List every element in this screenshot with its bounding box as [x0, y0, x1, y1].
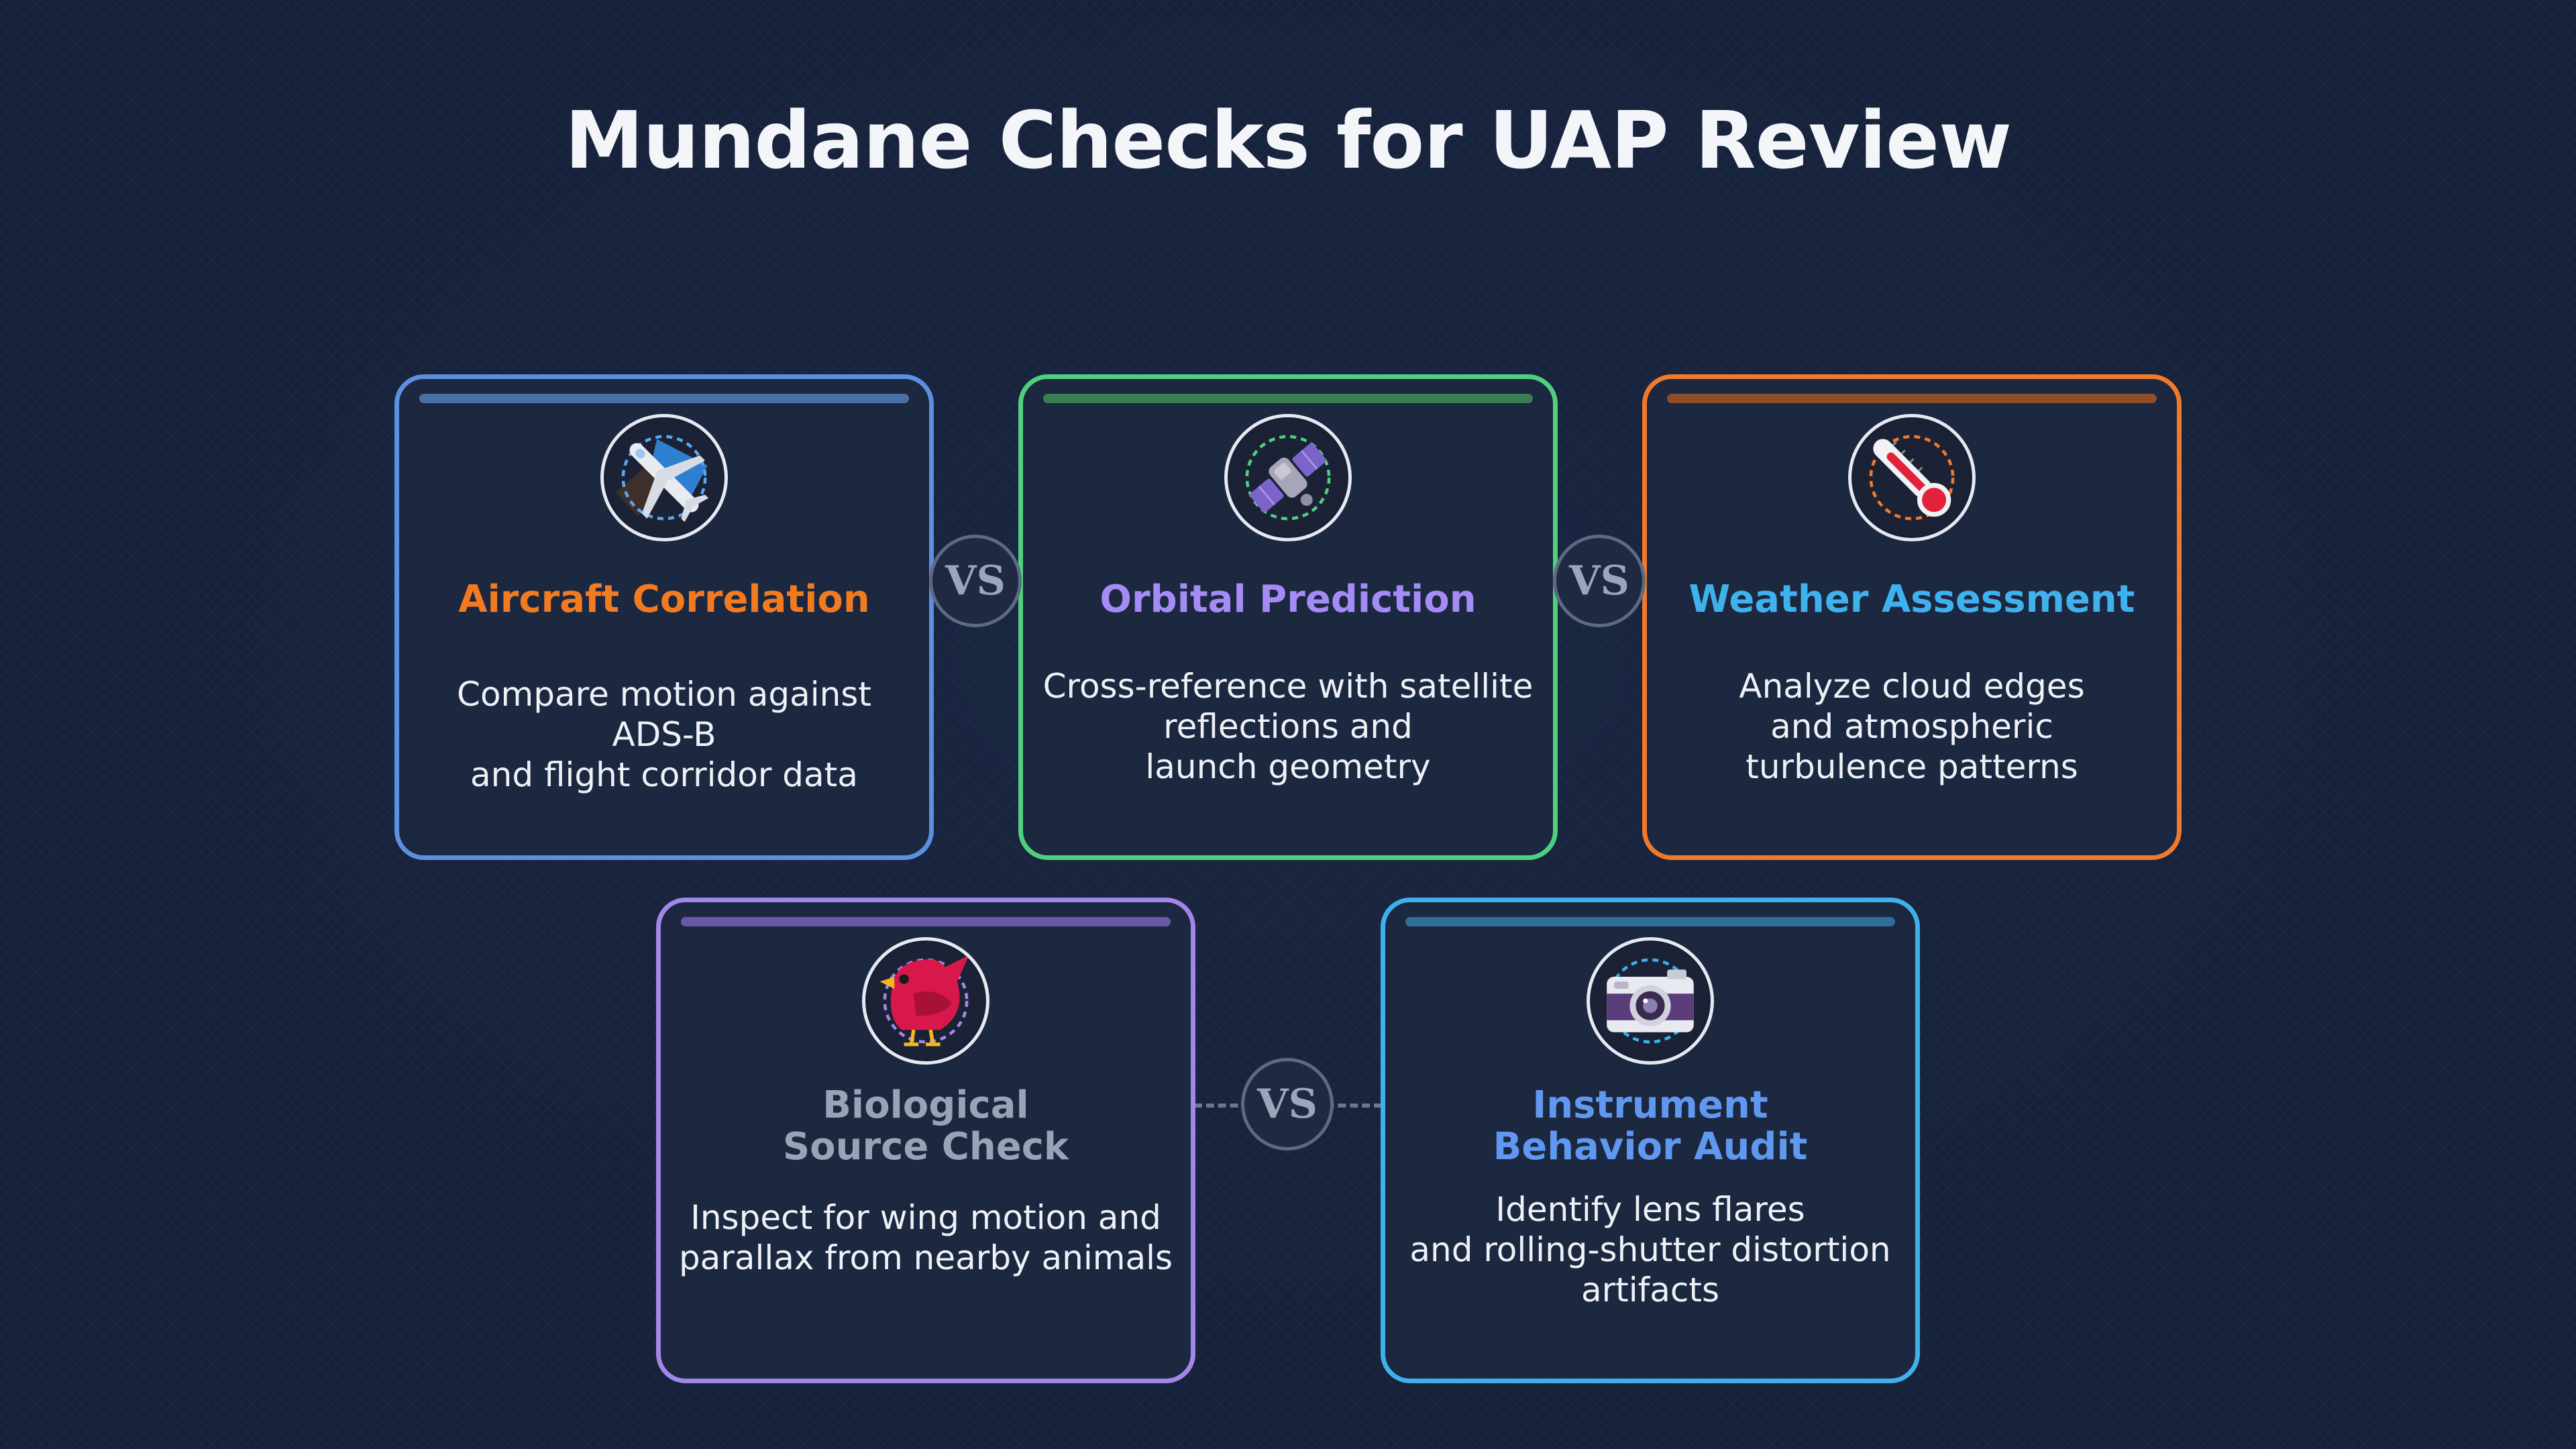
page-title: Mundane Checks for UAP Review: [564, 94, 2012, 186]
vs-badge-2: VS: [1553, 535, 1646, 627]
thermometer-icon: [1848, 414, 1976, 541]
card-title: Weather Assessment: [1688, 578, 2135, 621]
card-orbital-prediction: Orbital Prediction Cross-reference with …: [1018, 374, 1558, 860]
card-description: Compare motion against ADS-B and flight …: [457, 675, 871, 794]
card-title: Biological Source Check: [782, 1083, 1069, 1169]
bird-icon: [862, 937, 989, 1065]
card-accent-bar: [681, 917, 1171, 926]
satellite-icon: [1224, 414, 1352, 541]
card-aircraft-correlation: Aircraft Correlation Compare motion agai…: [394, 374, 934, 860]
card-title: Orbital Prediction: [1099, 578, 1477, 621]
camera-icon: [1587, 937, 1714, 1065]
vs-badge-1: VS: [929, 535, 1022, 627]
card-description: Identify lens flares and rolling-shutter…: [1409, 1190, 1891, 1309]
card-biological-source-check: Biological Source Check Inspect for wing…: [656, 898, 1195, 1383]
card-title: Instrument Behavior Audit: [1493, 1083, 1808, 1169]
card-accent-bar: [419, 394, 909, 403]
card-description: Inspect for wing motion and parallax fro…: [678, 1198, 1173, 1277]
card-instrument-behavior-audit: Instrument Behavior Audit Identify lens …: [1381, 898, 1920, 1383]
card-accent-bar: [1667, 394, 2157, 403]
airplane-icon: [600, 414, 728, 541]
card-title: Aircraft Correlation: [458, 578, 870, 621]
card-description: Cross-reference with satellite reflectio…: [1042, 667, 1534, 786]
card-weather-assessment: Weather Assessment Analyze cloud edges a…: [1642, 374, 2182, 860]
card-description: Analyze cloud edges and atmospheric turb…: [1739, 667, 2085, 786]
card-accent-bar: [1043, 394, 1533, 403]
card-accent-bar: [1405, 917, 1895, 926]
vs-badge-3: VS: [1241, 1058, 1334, 1150]
